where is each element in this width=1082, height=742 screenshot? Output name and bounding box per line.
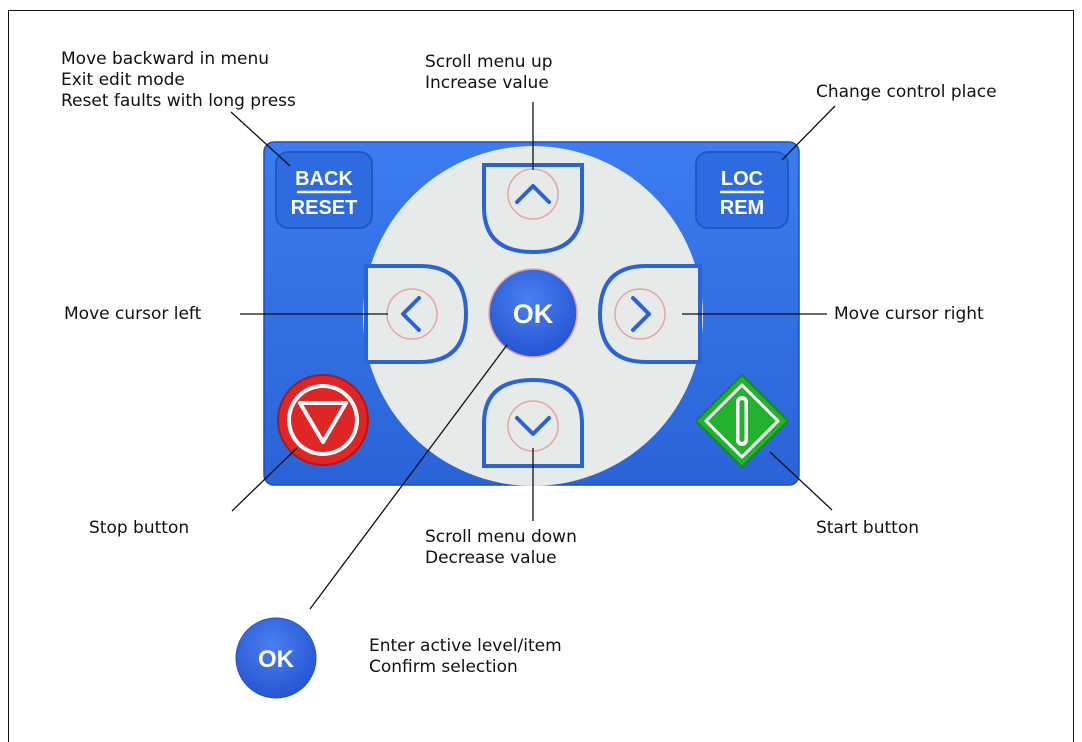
rem-label: REM <box>720 197 764 219</box>
ok-legend-button: OK <box>235 617 317 699</box>
scroll-down-annotation: Scroll menu down Decrease value <box>425 527 577 569</box>
ok-annotation: Enter active level/item Confirm selectio… <box>369 636 562 678</box>
loc-label: LOC <box>721 168 763 190</box>
cursor-left-button[interactable] <box>364 264 469 364</box>
reset-label: RESET <box>291 197 358 219</box>
chevron-right-icon <box>631 296 651 332</box>
back-label: BACK <box>295 168 353 190</box>
back-reset-annotation-line2: Exit edit mode <box>61 70 185 90</box>
cursor-right-button[interactable] <box>597 264 702 364</box>
back-reset-annotation-line3: Reset faults with long press <box>61 91 296 111</box>
ok-annotation-line2: Confirm selection <box>369 657 518 677</box>
scroll-down-annotation-line2: Decrease value <box>425 548 557 568</box>
figure-frame <box>8 10 1074 742</box>
back-reset-button[interactable]: BACK RESET <box>275 151 373 229</box>
stop-triangle-icon <box>298 401 348 444</box>
back-reset-annotation: Move backward in menu Exit edit mode Res… <box>61 49 296 112</box>
start-button[interactable] <box>695 374 789 468</box>
scroll-up-annotation-line1: Scroll menu up <box>425 52 553 72</box>
scroll-up-button[interactable] <box>482 163 584 255</box>
stop-annotation: Stop button <box>89 518 190 538</box>
loc-rem-annotation: Change control place <box>816 82 997 102</box>
scroll-down-button[interactable] <box>482 377 584 468</box>
cursor-left-annotation: Move cursor left <box>64 304 202 324</box>
loc-rem-button[interactable]: LOC REM <box>695 151 789 229</box>
ok-legend-label: OK <box>258 646 295 673</box>
chevron-left-icon <box>401 296 421 332</box>
scroll-down-annotation-line1: Scroll menu down <box>425 527 577 547</box>
back-reset-annotation-line1: Move backward in menu <box>61 49 270 69</box>
chevron-up-icon <box>515 184 551 204</box>
scroll-up-annotation: Scroll menu up Increase value <box>425 52 553 94</box>
start-annotation: Start button <box>816 518 920 538</box>
stop-button[interactable] <box>277 374 369 466</box>
ok-button-label: OK <box>513 299 554 329</box>
ok-annotation-line1: Enter active level/item <box>369 636 562 656</box>
leader-lines <box>230 102 836 610</box>
ok-button[interactable]: OK <box>488 268 578 358</box>
scroll-up-annotation-line2: Increase value <box>425 73 549 93</box>
cursor-right-annotation: Move cursor right <box>834 304 984 324</box>
chevron-down-icon <box>515 416 551 436</box>
